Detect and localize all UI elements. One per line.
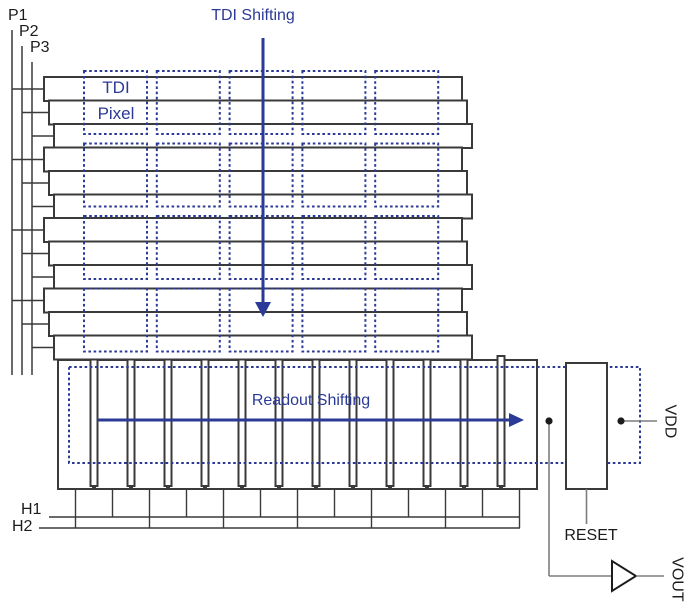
tdi-pixel-cell (155, 215, 221, 280)
tdi-gate-bar (53, 334, 473, 361)
p1-clock-label: P1 (8, 7, 28, 24)
readout-gate (464, 359, 501, 490)
tdi-gate-bar (43, 217, 463, 243)
tdi-pixel-cell (374, 70, 440, 135)
tdi-pixel-cell (155, 287, 221, 353)
tdi-shifting-arrowhead (255, 302, 271, 317)
floating-diffusion-node-dot (545, 417, 553, 425)
h2-clock-label: H2 (12, 518, 33, 535)
tdi-pixel-cell (228, 287, 294, 353)
reset-label: RESET (564, 527, 618, 544)
readout-gate (131, 359, 168, 490)
readout-gate (242, 359, 279, 490)
readout-shifting-arrowhead (509, 413, 524, 427)
readout-gate (168, 359, 205, 490)
tdi-gate-bar (43, 76, 463, 102)
vdd-label: VDD (661, 404, 679, 439)
p3-clock-label: P3 (30, 39, 50, 56)
tdi-gate-bar (43, 146, 463, 173)
tdi-gate-bar (48, 311, 468, 337)
reset-gate (565, 362, 608, 490)
tdi-pixel-cell (228, 70, 294, 135)
tdi-gate-bar (48, 170, 468, 196)
readout-gate (353, 359, 390, 490)
vdd-node-dot (617, 417, 625, 425)
readout-gate (57, 359, 94, 490)
tdi-gate-bar (48, 240, 468, 267)
readout-gate (94, 359, 131, 490)
output-amplifier-triangle (611, 559, 638, 593)
tdi-pixel-cell (301, 142, 367, 208)
tdi-pixel-cell (374, 142, 440, 208)
tdi-pixel-cell (301, 215, 367, 280)
tdi-pixel-cell (83, 215, 148, 280)
tdi-pixel-cell (83, 142, 148, 208)
readout-barrier-finger (89, 355, 99, 487)
readout-gate (390, 359, 427, 490)
tdi-pixel-label-line1: TDI (102, 78, 130, 97)
tdi-pixel-cell (374, 287, 440, 353)
tdi-pixel-cell (83, 70, 148, 135)
tdi-pixel-label-line2: Pixel (97, 104, 135, 123)
p2-clock-label: P2 (19, 23, 39, 40)
h1-clock-label: H1 (21, 501, 42, 518)
tdi-gate-bar (43, 287, 463, 314)
tdi-pixel-cell (374, 215, 440, 280)
tdi-pixel-cell (301, 70, 367, 135)
readout-gate (427, 359, 464, 490)
tdi-pixel-cell (301, 287, 367, 353)
readout-gate (205, 359, 242, 490)
readout-gate (501, 359, 538, 490)
tdi-gate-bar (48, 99, 468, 126)
tdi-pixel-cell (228, 142, 294, 208)
tdi-pixel-cell (155, 142, 221, 208)
tdi-pixel-cell (83, 287, 148, 353)
tdi-pixel-cell (155, 70, 221, 135)
tdi-pixel-cell (228, 215, 294, 280)
tdi-shifting-label: TDI Shifting (211, 7, 295, 24)
readout-gate (316, 359, 353, 490)
readout-gate (279, 359, 316, 490)
readout-register-outline (68, 366, 641, 464)
vout-label: VOUT (668, 557, 686, 602)
readout-shifting-label: Readout Shifting (251, 392, 371, 409)
